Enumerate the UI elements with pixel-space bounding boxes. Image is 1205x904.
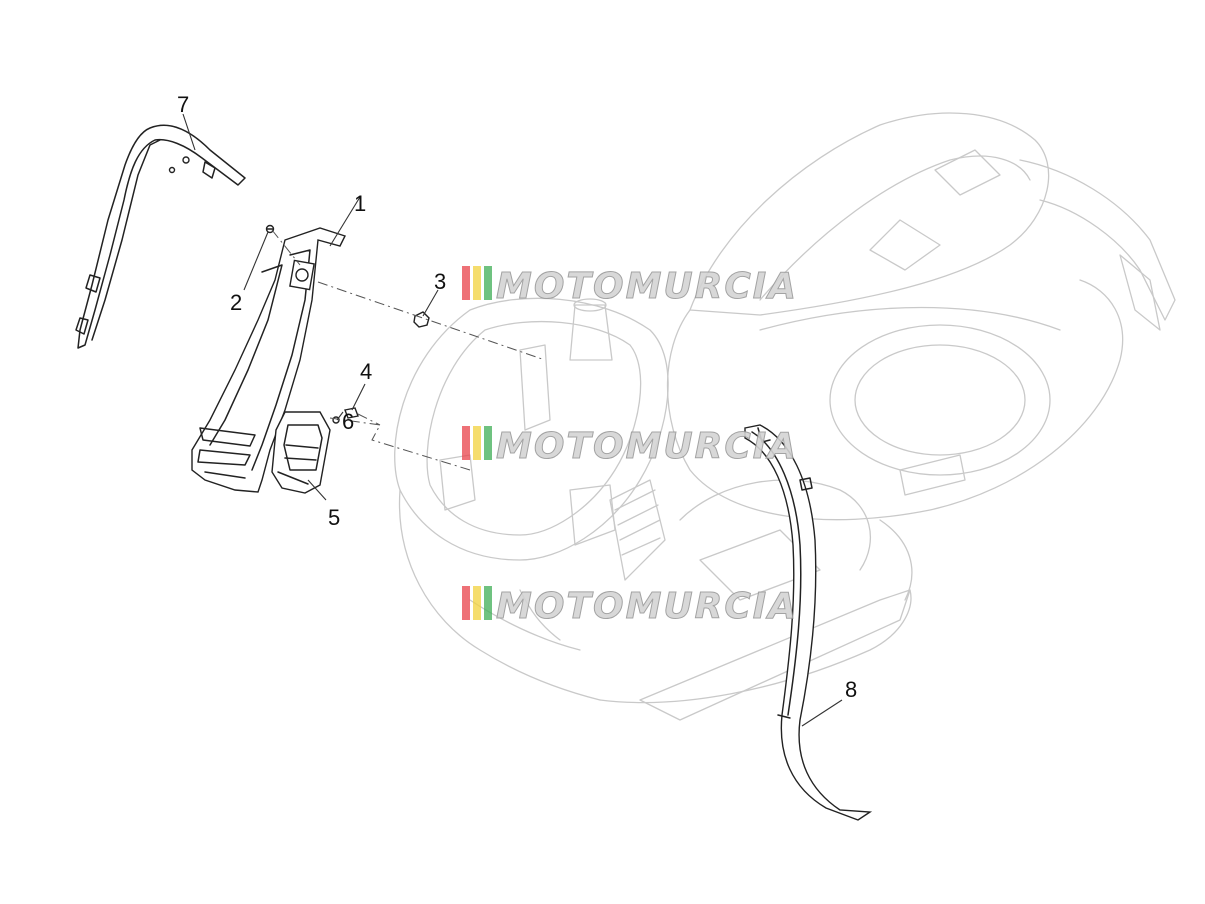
callout-2: 2 <box>230 290 242 315</box>
callout-5: 5 <box>328 505 340 530</box>
watermark-stripe-green <box>484 586 492 620</box>
watermark-stripe-green <box>484 266 492 300</box>
callout-1: 1 <box>354 191 366 216</box>
part-5-cover-module <box>271 411 331 494</box>
callout-8: 8 <box>845 677 857 702</box>
watermark-top: MOTOMURCIA <box>462 266 798 308</box>
watermark-bottom: MOTOMURCIA <box>462 586 798 628</box>
watermark-stripe-yellow <box>473 266 481 300</box>
watermark-stripe-red <box>462 586 470 620</box>
scooter-body-outline <box>394 112 1176 721</box>
leader-lines <box>182 113 843 727</box>
part-8-side-trim <box>744 424 873 821</box>
callout-labels: 7 1 2 3 4 6 5 8 <box>177 92 857 702</box>
callout-4: 4 <box>360 359 372 384</box>
part-4-clip <box>344 407 359 419</box>
part-1-legshield-cover <box>191 227 346 493</box>
watermark-text: MOTOMURCIA <box>496 586 798 627</box>
callout-6: 6 <box>342 409 354 434</box>
callout-7: 7 <box>177 92 189 117</box>
watermark-middle: MOTOMURCIA <box>462 426 798 468</box>
watermark-stripe-red <box>462 266 470 300</box>
watermark-text: MOTOMURCIA <box>496 266 798 307</box>
watermark-stripe-yellow <box>473 426 481 460</box>
callout-3: 3 <box>434 269 446 294</box>
watermark-stripe-red <box>462 426 470 460</box>
assembly-dashed-lines <box>271 229 546 471</box>
part-7-top-trim <box>75 124 246 349</box>
watermark-stripe-yellow <box>473 586 481 620</box>
watermark-text: MOTOMURCIA <box>496 426 798 467</box>
watermark-stripe-green <box>484 426 492 460</box>
part-2-screw <box>265 224 275 234</box>
